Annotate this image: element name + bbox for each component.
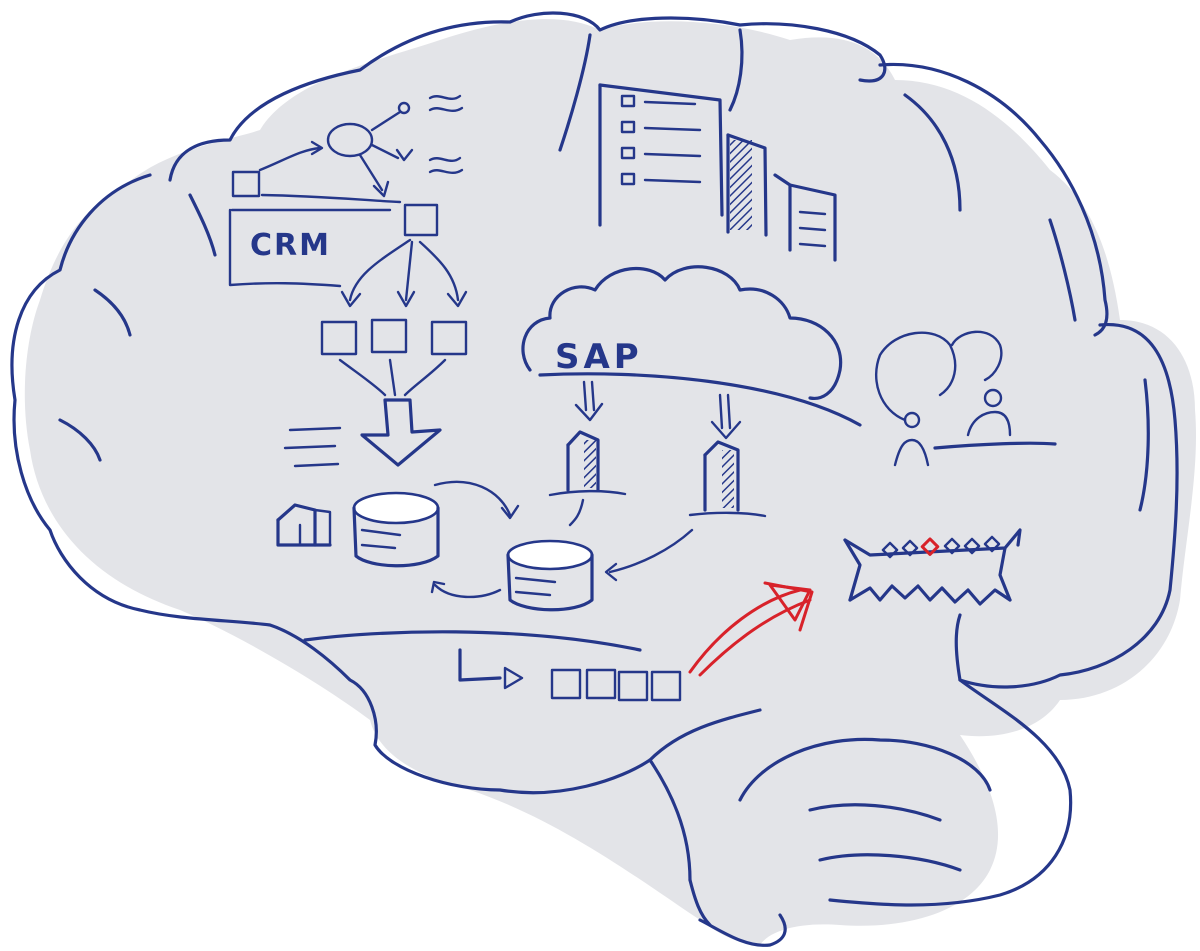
brain-outline-icon [10, 11, 1179, 947]
flowchart-icon: CRM [228, 94, 468, 468]
crm-label: CRM [250, 228, 331, 263]
building-icon [276, 430, 767, 547]
sap-label: SAP [555, 337, 643, 377]
brain-shadow [24, 19, 1197, 945]
diamond-sequence-icon [843, 528, 1022, 606]
checklist-document-icon [598, 83, 837, 262]
red-arrow-icon [688, 581, 814, 677]
database-icon [352, 480, 694, 612]
queue-icon [458, 648, 682, 702]
cloud-icon: SAP [521, 265, 862, 440]
people-icon [875, 330, 1057, 467]
